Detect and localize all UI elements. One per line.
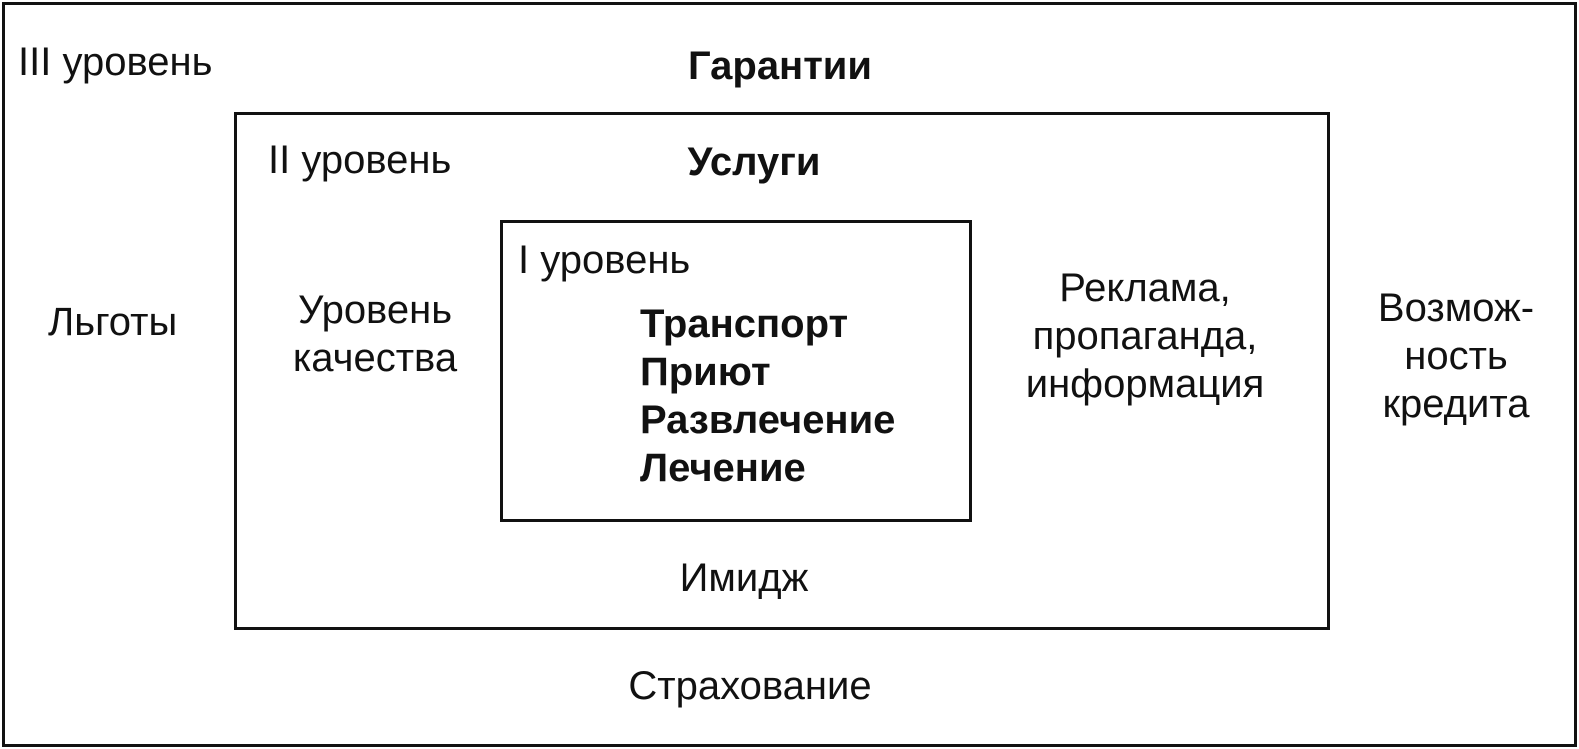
level-2-bottom-text: Имидж bbox=[679, 556, 809, 600]
level-3-right-line: кредита bbox=[1382, 382, 1530, 426]
level-3-right-text: Возмож- ность кредита bbox=[1350, 284, 1562, 428]
level-1-frame bbox=[500, 220, 972, 522]
level-1-item: Развлечение bbox=[640, 398, 896, 442]
level-2-label: II уровень bbox=[268, 138, 452, 182]
level-1-item: Лечение bbox=[640, 446, 806, 490]
level-3-right-line: ность bbox=[1404, 334, 1508, 378]
level-2-right-line: пропаганда, bbox=[1032, 314, 1258, 358]
level-2-right-text: Реклама, пропаганда, информация bbox=[990, 264, 1300, 408]
level-2-left-line: Уровень bbox=[297, 288, 453, 332]
level-2-left-line: качества bbox=[292, 336, 458, 380]
level-3-title: Гарантии bbox=[687, 44, 872, 88]
level-2-title: Услуги bbox=[687, 140, 821, 184]
level-3-bottom-text: Страхование bbox=[628, 664, 872, 708]
level-2-right-line: Реклама, bbox=[1059, 266, 1231, 310]
level-1-label: I уровень bbox=[518, 238, 691, 282]
level-3-left-text: Льготы bbox=[48, 300, 178, 344]
level-1-item: Приют bbox=[640, 350, 771, 394]
level-1-items: Транспорт Приют Развлечение Лечение bbox=[640, 300, 895, 492]
level-3-label: III уровень bbox=[18, 40, 213, 84]
level-2-left-text: Уровень качества bbox=[262, 286, 488, 382]
level-2-right-line: информация bbox=[1025, 362, 1265, 406]
level-1-item: Транспорт bbox=[640, 302, 849, 346]
level-3-right-line: Возмож- bbox=[1377, 286, 1535, 330]
